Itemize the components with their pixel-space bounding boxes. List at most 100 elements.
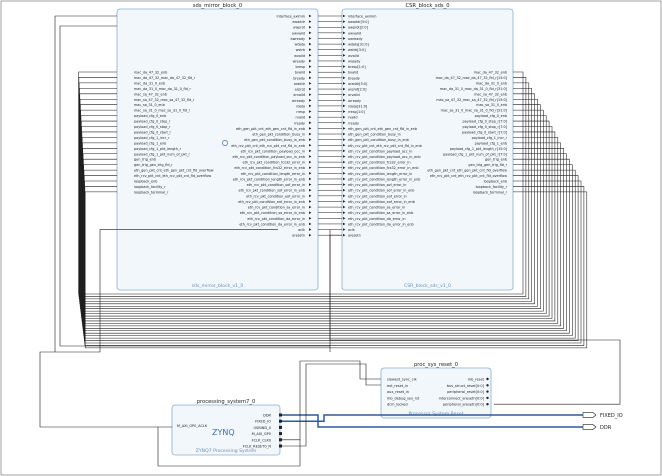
csr-port-eth_rcv_pkt_condition_eof_error_in_enb: eth_rcv_pkt_condition_eof_error_in_enb	[348, 200, 415, 204]
mirror-port-eth_gen_pkt_condition_busy_in_enb: eth_gen_pkt_condition_busy_in_enb	[244, 138, 305, 142]
mirror-port-awprot: awprot	[293, 26, 305, 30]
port-arrow-icon	[343, 183, 346, 186]
csr-block[interactable]	[341, 8, 514, 291]
ps-port-aclk: M_AXI_GP0_ACLK	[177, 424, 208, 428]
mirror-port-awaddr: awaddr	[292, 20, 305, 24]
mirror-block[interactable]	[116, 8, 319, 291]
csr-port-mac_da_31_0_enb: mac_da_31_0_enb	[476, 81, 507, 85]
port-arrow-icon	[343, 93, 346, 96]
loop-wire-3	[79, 88, 532, 302]
mirror-port-mac_da_47_32_enb: mac_da_47_32_enb	[134, 71, 167, 75]
csr-port-payload_cfg_1_incr_r: payload_cfg_1_incr_r	[472, 136, 508, 140]
port-arrow-icon	[343, 76, 346, 80]
mirror-port-gen_trig_gen_trig_fld_r: gen_trig_gen_trig_fld_r	[134, 163, 173, 167]
port-arrow-icon	[309, 222, 312, 226]
csr-port-bready: bready	[348, 76, 360, 80]
csr-port-rready: rready	[348, 121, 359, 125]
csr-port-loopback_terminal_r: loopback_terminal_r	[473, 190, 508, 194]
mirror-port-payload_cfg_0_enb: payload_cfg_0_enb	[134, 114, 166, 118]
mirror-port-eth_rcv_pkt_condition_length_error_in: eth_rcv_pkt_condition_length_error_in	[241, 172, 305, 176]
port-dot-icon	[486, 377, 489, 381]
mirror-port-eth_rcv_pkt_condition_da_error_in_enb: eth_rcv_pkt_condition_da_error_in_enb	[239, 222, 305, 226]
mirror-port-aclk: aclk	[298, 228, 305, 232]
csr-port-awprot[2:0]: awprot[2:0]	[348, 26, 369, 30]
mirror-port-payload_cfg_0_stop_r: payload_cfg_0_stop_r	[134, 125, 171, 129]
csr-port-wdata[31:0]: wdata[31:0]	[348, 43, 369, 47]
ps-port-USBIND_0: USBIND_0	[253, 426, 271, 430]
csr-port-mac_sa_31_0_mac_sa_31_0_fld_r[31:0]: mac_sa_31_0_mac_sa_31_0_fld_r[31:0]	[441, 109, 508, 113]
ps-port-FCLK_CLK0: FCLK_CLK0	[252, 438, 271, 442]
port-arrow-icon	[343, 132, 346, 136]
port-arrow-icon	[309, 211, 312, 214]
reset-block[interactable]	[380, 367, 492, 419]
ps-title: processing_system7_0	[197, 399, 256, 405]
port-arrow-icon	[309, 42, 312, 46]
csr-port-payload_cfg_0_enb: payload_cfg_0_enb	[475, 114, 507, 118]
external-port-ddr-icon[interactable]	[582, 424, 597, 430]
port-pin-icon	[279, 438, 282, 442]
mirror-port-gen_trig_enb: gen_trig_enb	[134, 158, 156, 162]
csr-port-bvalid: bvalid	[348, 71, 358, 75]
port-arrow-icon	[309, 20, 312, 23]
mirror-port-mac_da_31_0_mac_da_31_0_fld_r: mac_da_31_0_mac_da_31_0_fld_r	[134, 87, 191, 91]
ps-block[interactable]	[171, 404, 281, 456]
external-port-ddr: DDR	[600, 425, 612, 431]
port-arrow-icon	[343, 222, 346, 226]
csr-port-eth_gen_pkt_cnt_eth_gen_cnt_fld_in_enb: eth_gen_pkt_cnt_eth_gen_cnt_fld_in_enb	[348, 127, 417, 131]
port-arrow-icon	[343, 110, 346, 113]
mirror-port-eth_rcv_pkt_condition_payload_occ_in: eth_rcv_pkt_condition_payload_occ_in	[241, 149, 305, 153]
mirror-port-eth_rcv_pkt_condition_sa_error_in: eth_rcv_pkt_condition_sa_error_in	[248, 206, 305, 210]
csr-port-eth_rcv_pkt_cnt_eth_rcv_pkt_cnt_fld_in_enb: eth_rcv_pkt_cnt_eth_rcv_pkt_cnt_fld_in_e…	[348, 144, 422, 148]
port-arrow-icon	[343, 138, 346, 141]
mirror-port-eth_rcv_pkt_condition_payload_occ_in_enb: eth_rcv_pkt_condition_payload_occ_in_enb	[232, 155, 305, 159]
mirror-port-loopback_terminal_r: loopback_terminal_r	[134, 190, 169, 194]
ps-port-FIXED_IO: FIXED_IO	[255, 420, 271, 424]
port-arrow-icon	[343, 99, 346, 102]
port-arrow-icon	[343, 177, 346, 181]
csr-port-eth_rcv_pkt_condition_da_error_in: eth_rcv_pkt_condition_da_error_in	[348, 217, 406, 221]
port-arrow-icon	[309, 93, 312, 96]
mirror-caption: sds_mirror_block_v1_0	[192, 283, 244, 289]
port-pin-icon	[279, 444, 282, 448]
csr-port-payload_cfg_0_start_r[7:0]: payload_cfg_0_start_r[7:0]	[462, 130, 508, 134]
csr-port-eth_rcv_pkt_condition_sa_error_in: eth_rcv_pkt_condition_sa_error_in	[348, 206, 405, 210]
external-port-fixed_io-icon[interactable]	[582, 412, 597, 418]
csr-port-mac_sa_31_0_enb: mac_sa_31_0_enb	[476, 103, 507, 107]
mirror-port-eth_rcv_pkt_condition_da_error_in: eth_rcv_pkt_condition_da_error_in	[247, 217, 305, 221]
port-dot-icon	[486, 396, 489, 400]
mirror-port-wready: wready	[293, 59, 305, 63]
mirror-port-eth_rcv_pkt_condition_eof_error_in_enb: eth_rcv_pkt_condition_eof_error_in_enb	[238, 200, 305, 204]
csr-port-eth_gen_pkt_condition_busy_in_enb: eth_gen_pkt_condition_busy_in_enb	[348, 138, 409, 142]
zynq-logo: ZYNQ	[212, 428, 235, 437]
csr-port-araddr[5:0]: araddr[5:0]	[348, 82, 368, 86]
port-arrow-icon	[309, 70, 312, 74]
port-arrow-icon	[309, 76, 312, 80]
loop-wire-21	[84, 186, 585, 346]
port-arrow-icon	[309, 54, 312, 57]
port-arrow-icon	[309, 172, 312, 175]
port-arrow-icon	[309, 31, 312, 35]
mirror-port-wdata: wdata	[295, 43, 305, 47]
external-port-fixed_io: FIXED_IO	[600, 413, 623, 419]
mirror-port-payload_cfg_1_incr_r: payload_cfg_1_incr_r	[134, 136, 170, 140]
reset-port-aux_reset_in: aux_reset_in	[387, 390, 409, 394]
aclk-loop-wire	[157, 426, 301, 467]
port-arrow-icon	[343, 194, 346, 198]
reset-port-ext_reset_in: ext_reset_in	[387, 384, 408, 388]
loop-wire-13	[82, 142, 561, 327]
mirror-port-eth_rcv_pkt_cnt_eth_rcv_pkt_cnt_fld_in_enb: eth_rcv_pkt_cnt_eth_rcv_pkt_cnt_fld_in_e…	[231, 144, 305, 148]
mirror-port-wvalid: wvalid	[294, 54, 305, 58]
csr-port-eth_rcv_pkt_condition_eof_error_in: eth_rcv_pkt_condition_eof_error_in	[348, 194, 407, 198]
port-arrow-icon	[343, 20, 346, 23]
reset-port-interconnect_aresetn[0:0]: interconnect_aresetn[0:0]	[439, 396, 485, 400]
mirror-port-payload_cfg_1_pkt_length_r: payload_cfg_1_pkt_length_r	[134, 147, 182, 151]
csr-port-wready: wready	[348, 59, 360, 63]
port-arrow-icon	[343, 31, 346, 35]
port-arrow-icon	[309, 99, 312, 102]
csr-port-arprot[2:0]: arprot[2:0]	[348, 88, 367, 92]
mirror-port-payload_cfg_1_pkt_num_of_pkt_r: payload_cfg_1_pkt_num_of_pkt_r	[134, 152, 190, 156]
mirror-port-loopback_enb: loopback_enb	[134, 180, 157, 184]
port-arrow-icon	[309, 82, 312, 85]
